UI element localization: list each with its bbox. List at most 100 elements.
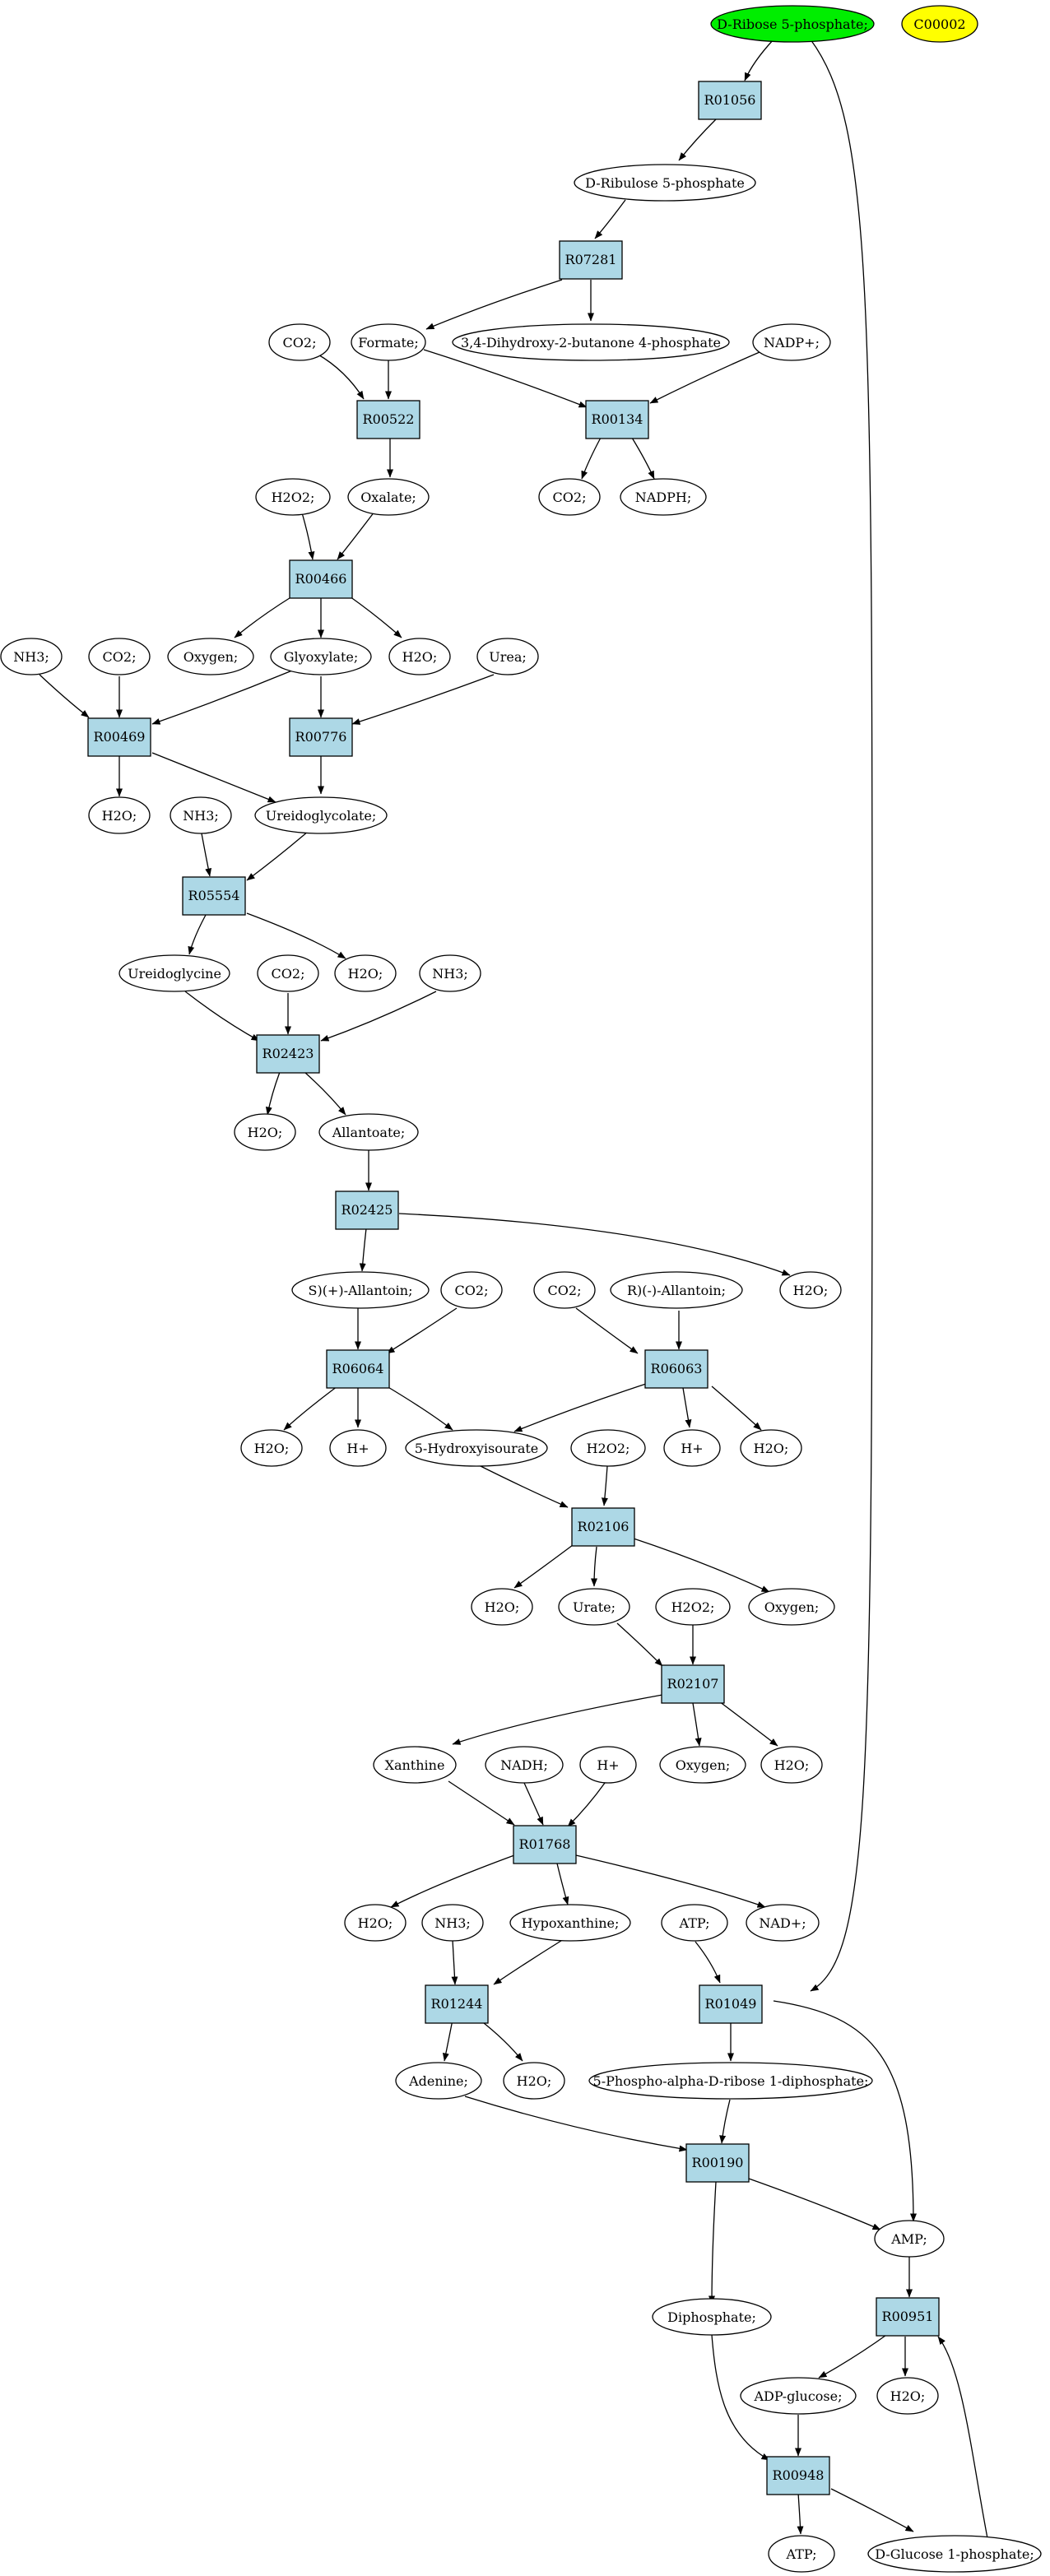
reaction-r02107[interactable]: R02107: [661, 1664, 725, 1704]
compound-h2o[interactable]: H2O;: [234, 1113, 296, 1151]
reaction-label: R00522: [363, 411, 415, 427]
compound-nh3[interactable]: NH3;: [419, 954, 481, 992]
reaction-r01056[interactable]: R01056: [698, 81, 762, 120]
compound-h-plus[interactable]: H+: [663, 1429, 721, 1467]
reaction-r00466[interactable]: R00466: [289, 559, 353, 599]
compound-urea[interactable]: Urea;: [476, 638, 539, 675]
reaction-r00776[interactable]: R00776: [289, 717, 353, 757]
reaction-r07281[interactable]: R07281: [559, 240, 623, 280]
compound-h2o[interactable]: H2O;: [334, 954, 397, 992]
compound-oxygen[interactable]: Oxygen;: [167, 638, 254, 675]
reaction-label: R00776: [295, 729, 347, 745]
compound-glyoxylate[interactable]: Glyoxylate;: [270, 638, 372, 675]
reaction-r00522[interactable]: R00522: [356, 400, 420, 439]
compound-ureidoglycolate[interactable]: Ureidoglycolate;: [254, 796, 388, 834]
compound-co2[interactable]: CO2;: [533, 1271, 596, 1309]
compound-label: H2O;: [254, 1441, 290, 1456]
compound-formate[interactable]: Formate;: [351, 323, 426, 361]
edge: [184, 991, 260, 1042]
compound-diphosphate[interactable]: Diphosphate;: [652, 2298, 772, 2336]
compound-amp[interactable]: AMP;: [874, 2220, 945, 2258]
compound-label: Ureidoglycine: [128, 966, 221, 982]
compound-label: S)(+)-Allantoin;: [308, 1283, 412, 1298]
compound-h2o[interactable]: H2O;: [779, 1271, 842, 1309]
edge: [351, 674, 495, 725]
compound-d-glucose-1-phosphate[interactable]: D-Glucose 1-phosphate;: [867, 2535, 1042, 2573]
reaction-r05554[interactable]: R05554: [182, 876, 246, 916]
compound-dihydroxy-butanone-phosphate[interactable]: 3,4-Dihydroxy-2-butanone 4-phosphate: [452, 323, 730, 361]
compound-h-plus[interactable]: H+: [329, 1429, 387, 1467]
compound-atp[interactable]: ATP;: [768, 2535, 835, 2573]
compound-nh3[interactable]: NH3;: [0, 638, 63, 675]
compound-h2o[interactable]: H2O;: [760, 1746, 823, 1784]
compound-co2[interactable]: CO2;: [257, 954, 319, 992]
compound-5-hydroxyisourate[interactable]: 5-Hydroxyisourate: [405, 1429, 548, 1467]
compound-oxygen[interactable]: Oxygen;: [659, 1746, 746, 1784]
compound-co2[interactable]: CO2;: [268, 323, 331, 361]
compound-label: Oxygen;: [676, 1757, 731, 1773]
compound-xanthine[interactable]: Xanthine: [373, 1746, 457, 1784]
reaction-r01049[interactable]: R01049: [699, 1984, 763, 2024]
compound-label: Glyoxylate;: [284, 649, 359, 665]
compound-urate[interactable]: Urate;: [558, 1588, 630, 1626]
compound-adp-glucose[interactable]: ADP-glucose;: [740, 2377, 857, 2415]
compound-nh3[interactable]: NH3;: [421, 1904, 484, 1942]
compound-nh3[interactable]: NH3;: [170, 796, 232, 834]
compound-h2o[interactable]: H2O;: [740, 1429, 802, 1467]
reaction-r06064[interactable]: R06064: [326, 1349, 390, 1389]
compound-h2o2[interactable]: H2O2;: [255, 478, 331, 516]
reaction-r02423[interactable]: R02423: [256, 1034, 320, 1074]
edge: [234, 596, 293, 638]
compound-h2o[interactable]: H2O;: [503, 2062, 565, 2100]
reaction-r02106[interactable]: R02106: [571, 1507, 635, 1547]
compound-atp[interactable]: ATP;: [661, 1904, 728, 1942]
reaction-r01244[interactable]: R01244: [425, 1984, 489, 2024]
compound-co2[interactable]: CO2;: [88, 638, 151, 675]
compounds: D-Ribose 5-phosphate; C00002 D-Ribulose …: [0, 5, 1042, 2573]
compound-nadph[interactable]: NADPH;: [620, 478, 707, 516]
compound-hypoxanthine[interactable]: Hypoxanthine;: [509, 1904, 631, 1942]
compound-h2o2[interactable]: H2O2;: [655, 1588, 731, 1626]
compound-h-plus[interactable]: H+: [579, 1746, 637, 1784]
edge: [451, 1939, 458, 1985]
edge: [464, 2096, 688, 2152]
compound-c00002[interactable]: C00002: [901, 5, 978, 43]
reaction-r00190[interactable]: R00190: [685, 2143, 750, 2183]
compound-h2o[interactable]: H2O;: [388, 638, 451, 675]
compound-h2o[interactable]: H2O;: [471, 1588, 533, 1626]
reaction-r00134[interactable]: R00134: [585, 400, 649, 439]
compound-nadp[interactable]: NADP+;: [752, 323, 831, 361]
compound-nad[interactable]: NAD+;: [746, 1904, 820, 1942]
compound-h2o[interactable]: H2O;: [344, 1904, 407, 1942]
compound-h2o[interactable]: H2O;: [876, 2377, 939, 2415]
reaction-r01768[interactable]: R01768: [513, 1825, 577, 1864]
compound-d-ribose-5-phosphate[interactable]: D-Ribose 5-phosphate;: [710, 5, 875, 43]
edge: [300, 509, 315, 560]
compound-h2o2[interactable]: H2O2;: [570, 1429, 646, 1467]
reaction-r02425[interactable]: R02425: [335, 1191, 399, 1230]
compound-adenine[interactable]: Adenine;: [395, 2062, 482, 2100]
compound-ureidoglycine[interactable]: Ureidoglycine: [118, 954, 230, 992]
edge: [398, 1213, 791, 1276]
compound-allantoate[interactable]: Allantoate;: [318, 1113, 419, 1151]
edge: [386, 1385, 453, 1431]
reaction-r00469[interactable]: R00469: [87, 717, 151, 757]
compound-s-allantoin[interactable]: S)(+)-Allantoin;: [291, 1271, 430, 1309]
compound-h2o[interactable]: H2O;: [240, 1429, 303, 1467]
compound-oxygen[interactable]: Oxygen;: [748, 1588, 835, 1626]
compound-r-allantoin[interactable]: R)(-)-Allantoin;: [610, 1271, 743, 1309]
compound-nadh[interactable]: NADH;: [485, 1746, 564, 1784]
compound-label: NH3;: [183, 808, 219, 824]
reaction-r00948[interactable]: R00948: [766, 2456, 830, 2495]
edge: [633, 1538, 770, 1593]
compound-h2o[interactable]: H2O;: [88, 796, 151, 834]
compound-co2[interactable]: CO2;: [440, 1271, 503, 1309]
reaction-r00951[interactable]: R00951: [876, 2297, 940, 2337]
edge: [425, 279, 563, 330]
compound-prpp[interactable]: 5-Phospho-alpha-D-ribose 1-diphosphate;: [588, 2062, 873, 2100]
compound-oxalate[interactable]: Oxalate;: [347, 478, 430, 516]
reaction-r06063[interactable]: R06063: [644, 1349, 709, 1389]
compound-d-ribulose-5-phosphate[interactable]: D-Ribulose 5-phosphate: [574, 164, 756, 202]
edge: [678, 118, 717, 161]
compound-co2[interactable]: CO2;: [538, 478, 601, 516]
